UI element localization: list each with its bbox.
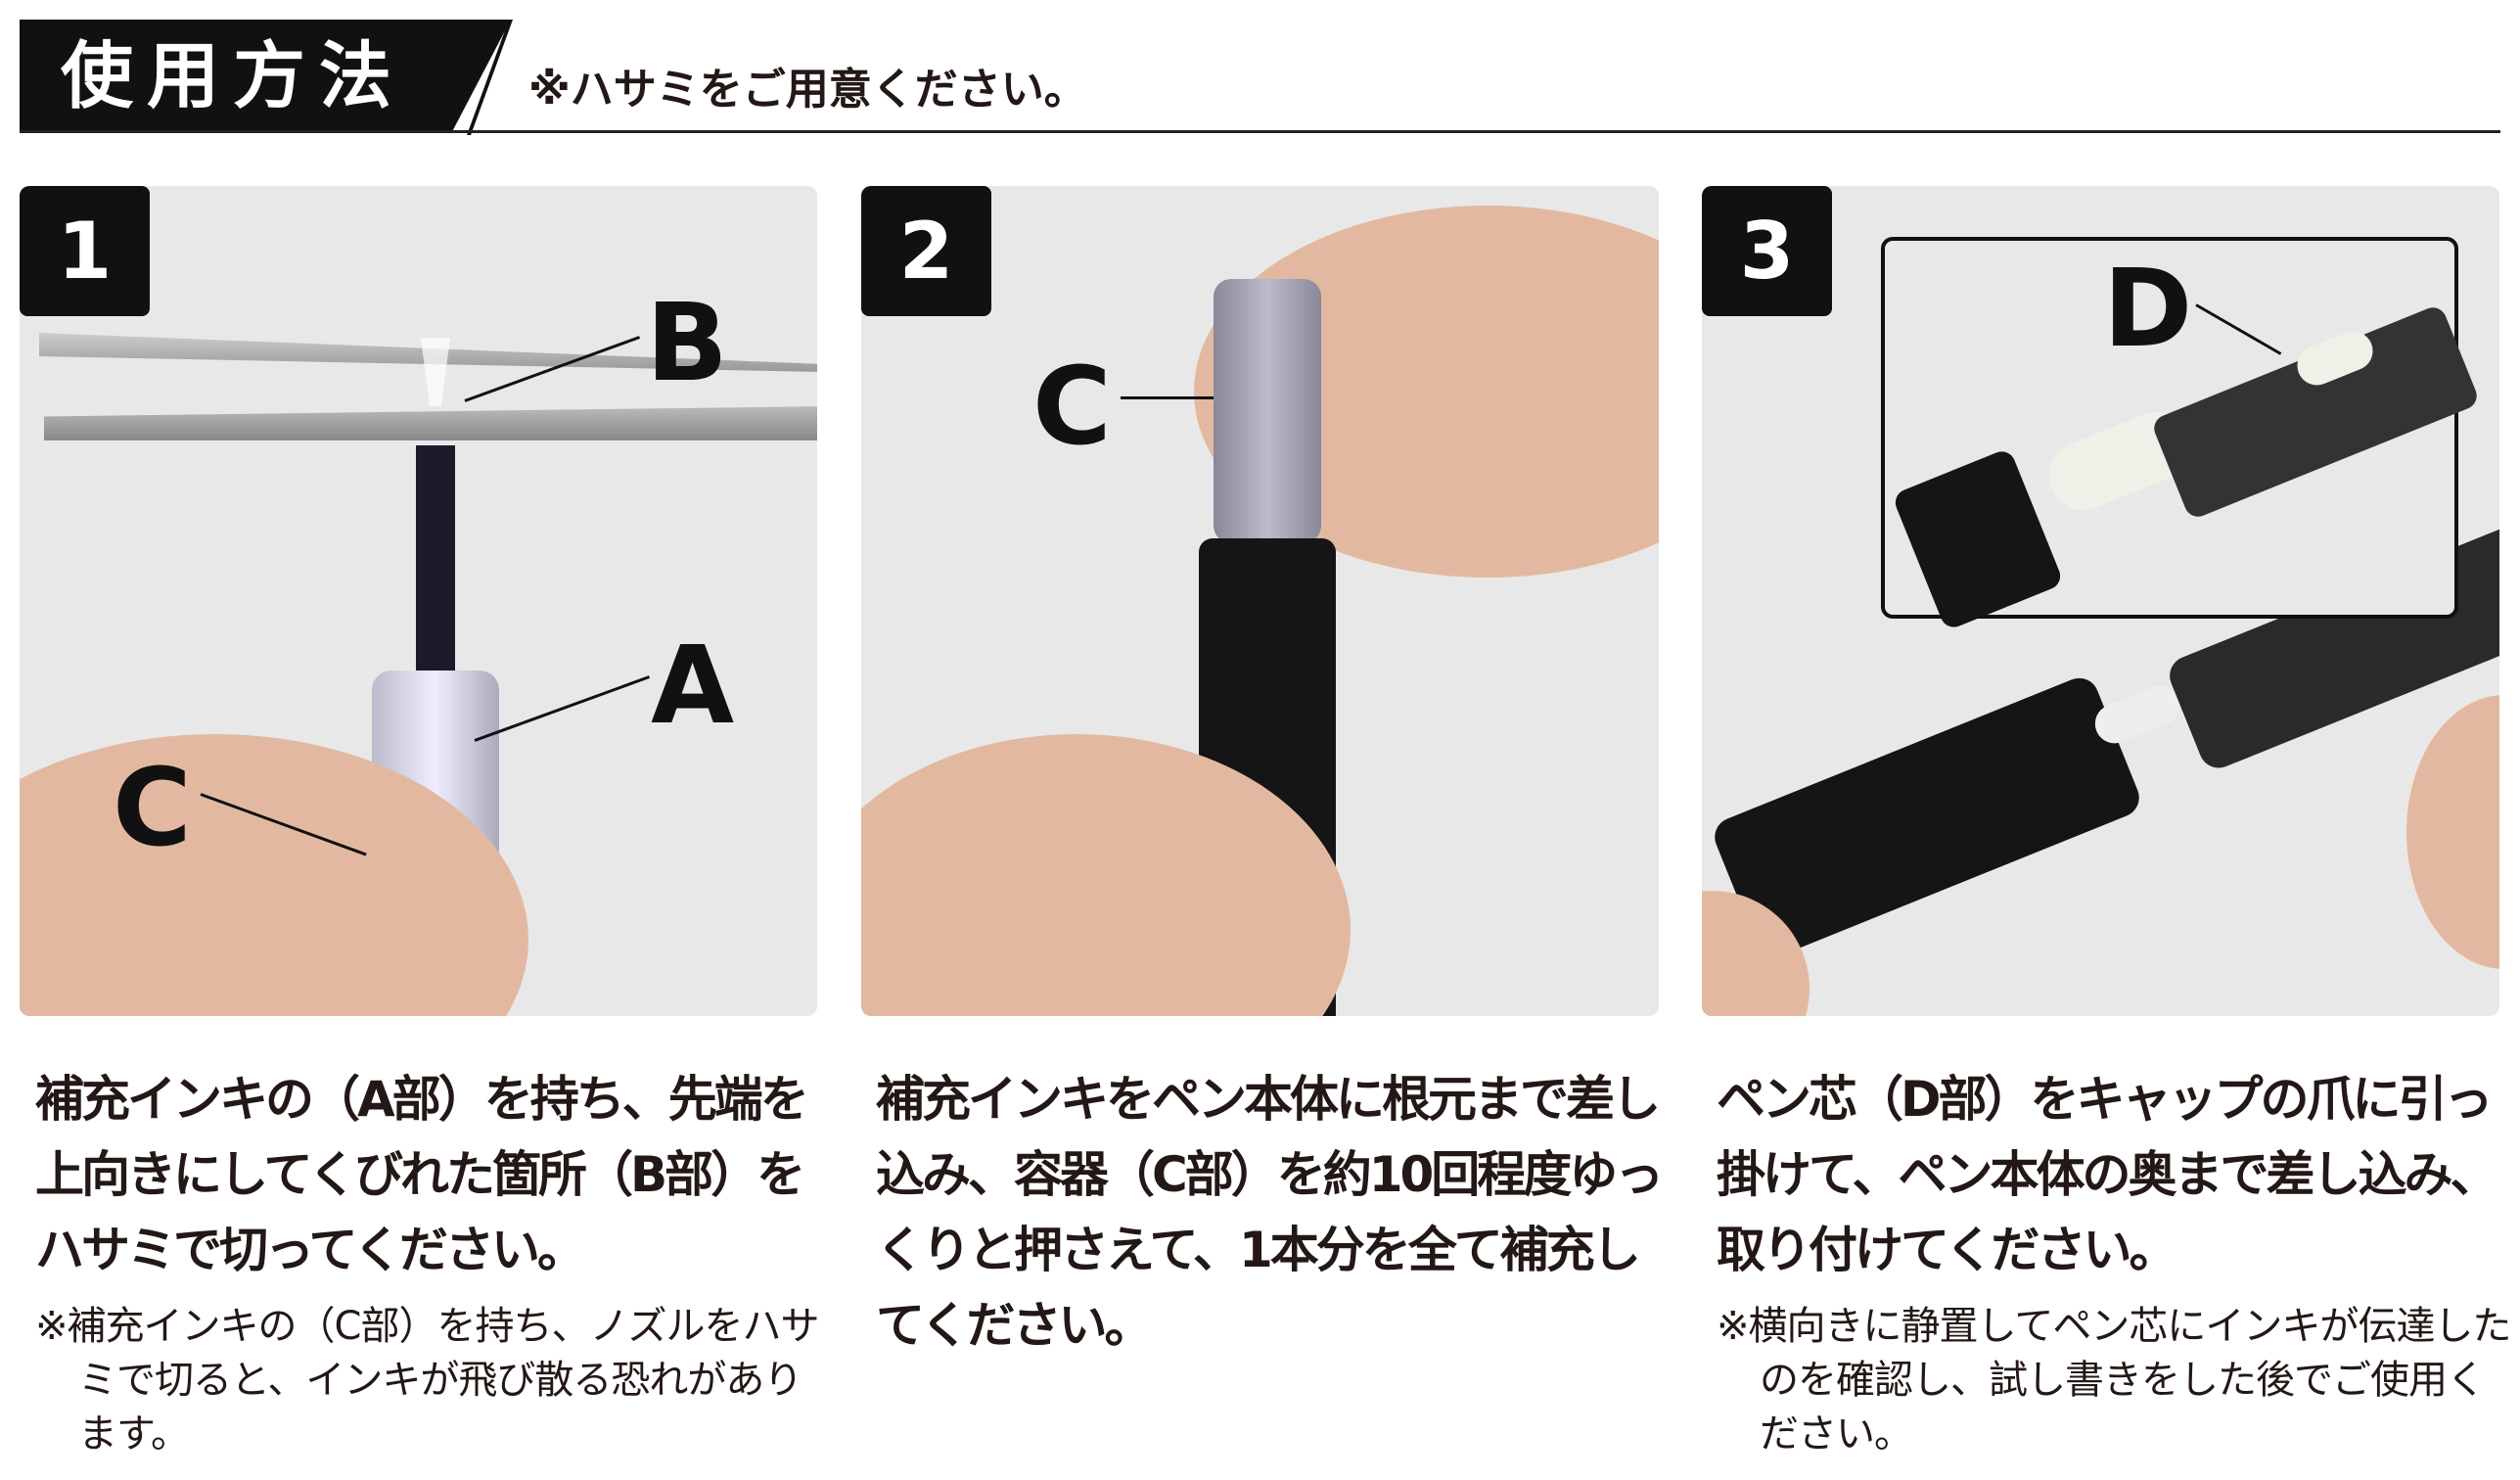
header-subtitle: ※ハサミをご用意ください。 xyxy=(528,65,1087,115)
leader-line-c xyxy=(1121,396,1214,399)
header-underline xyxy=(20,130,2500,133)
detail-callout xyxy=(1881,237,2481,631)
step-1-text-column: 補充インキの（A部）を持ち、先端を上向きにしてくびれた箇所（B部）をハサミで切っ… xyxy=(35,1062,838,1461)
step-2-photo: 2 C xyxy=(861,186,1659,1016)
label-a: A xyxy=(651,623,735,748)
cap-closeup xyxy=(1891,447,2065,631)
step-1-photo: 1 B A C xyxy=(20,186,817,1016)
label-c: C xyxy=(113,745,192,870)
step-3-note: ※横向きに静置してペン芯にインキが伝達したのを確認し、試し書きをした後でご使用く… xyxy=(1717,1304,2511,1457)
step-3-instructions: ペン芯（D部）をキャップの爪に引っ掛けて、ペン本体の奥まで差し込み、取り付けてく… xyxy=(1717,1071,2499,1278)
step-1-instructions: 補充インキの（A部）を持ち、先端を上向きにしてくびれた箇所（B部）をハサミで切っ… xyxy=(35,1071,809,1278)
header-title-box xyxy=(20,20,511,132)
ink-nozzle xyxy=(416,445,455,680)
pen-nib xyxy=(2088,679,2186,750)
leader-line-b xyxy=(464,336,641,402)
step-number-badge: 2 xyxy=(861,186,991,316)
right-finger xyxy=(2406,695,2499,969)
pen-body-closeup xyxy=(2150,303,2481,521)
step-3-photo: 3 D xyxy=(1702,186,2499,1016)
nozzle-tip xyxy=(421,338,450,406)
step-1-note: ※補充インキの（C部）を持ち、ノズルをハサミで切ると、インキが飛び散る恐れがあり… xyxy=(35,1304,819,1457)
step-2-instructions: 補充インキをペン本体に根元まで差し込み、容器（C部）を約10回程度ゆっくりと押さ… xyxy=(876,1071,1664,1354)
step-2-text-column: 補充インキをペン本体に根元まで差し込み、容器（C部）を約10回程度ゆっくりと押さ… xyxy=(876,1062,1678,1364)
step-number-badge: 3 xyxy=(1702,186,1832,316)
scissors-blade-bottom xyxy=(44,406,817,440)
page-title: 使用方法 xyxy=(61,34,405,118)
label-c: C xyxy=(1032,344,1112,469)
label-d: D xyxy=(2103,246,2193,371)
leader-line-a xyxy=(474,675,651,742)
label-b: B xyxy=(646,280,728,405)
step-3-text-column: ペン芯（D部）をキャップの爪に引っ掛けて、ペン本体の奥まで差し込み、取り付けてく… xyxy=(1717,1062,2519,1461)
ink-bottle xyxy=(1214,279,1321,543)
step-number-badge: 1 xyxy=(20,186,150,316)
